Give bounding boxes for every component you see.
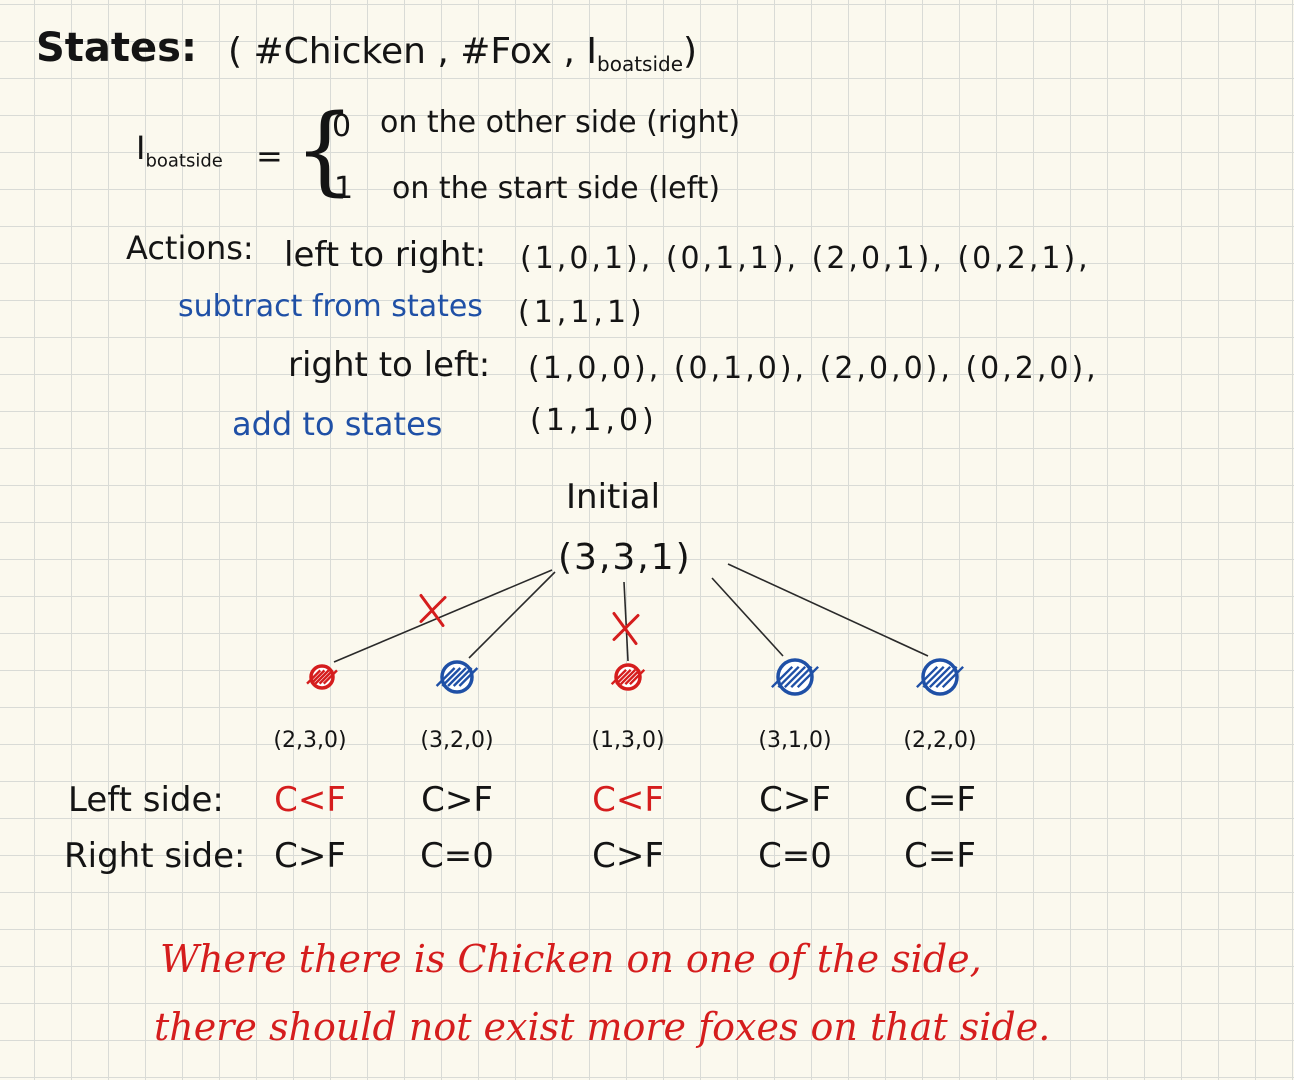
tree-edge	[333, 569, 553, 663]
conclusion-line1: Where there is Chicken on one of the sid…	[160, 937, 982, 981]
r2l-label: right to left:	[288, 345, 491, 385]
cross-icon	[419, 594, 447, 627]
r2l-values2: (1,1,0)	[530, 403, 658, 438]
states-tuple-end: )	[683, 31, 698, 72]
right-side-condition: C=0	[420, 836, 494, 876]
r2l-values: (1,0,0), (0,1,0), (2,0,0), (0,2,0),	[528, 351, 1099, 386]
right-side-label: Right side:	[64, 836, 246, 876]
case0-text: on the other side (right)	[380, 105, 741, 140]
tree-edge	[727, 563, 929, 657]
valid-state-node	[917, 658, 963, 696]
tree-root-state: (3,3,1)	[558, 537, 692, 578]
add-note: add to states	[232, 405, 443, 443]
l2r-values: (1,0,1), (0,1,1), (2,0,1), (0,2,1),	[520, 241, 1091, 276]
indicator-name-sub: boatside	[145, 150, 223, 172]
invalid-state-node	[307, 664, 337, 690]
actions-label: Actions:	[126, 229, 254, 267]
states-label: States:	[36, 25, 197, 71]
indicator-equals: =	[256, 137, 283, 175]
state-label: (3,2,0)	[420, 728, 494, 753]
case0-value: 0	[332, 109, 352, 144]
indicator-name-main: I	[136, 129, 146, 167]
left-side-condition: C<F	[274, 780, 346, 820]
conclusion-line2: there should not exist more foxes on tha…	[154, 1005, 1051, 1049]
left-side-condition: C>F	[759, 780, 831, 820]
right-side-condition: C>F	[592, 836, 664, 876]
left-side-condition: C<F	[592, 780, 664, 820]
right-side-condition: C>F	[274, 836, 346, 876]
invalid-state-node	[612, 663, 645, 691]
valid-state-node	[437, 660, 478, 694]
right-side-condition: C=F	[904, 836, 976, 876]
l2r-label: left to right:	[284, 235, 487, 275]
states-tuple: ( #Chicken , #Fox , Iboatside)	[228, 31, 698, 77]
brace-icon: {	[294, 94, 356, 206]
tree-edge	[468, 571, 556, 659]
tree-edge	[623, 581, 629, 662]
state-label: (2,2,0)	[903, 728, 977, 753]
states-tuple-text: ( #Chicken , #Fox , I	[228, 31, 598, 72]
state-label: (2,3,0)	[273, 728, 347, 753]
l2r-values2: (1,1,1)	[518, 295, 646, 330]
states-tuple-sub: boatside	[597, 52, 684, 77]
tree-edges	[333, 563, 929, 663]
left-side-condition: C>F	[421, 780, 493, 820]
valid-state-node	[772, 658, 818, 696]
left-side-label: Left side:	[68, 780, 224, 820]
tree-root-label: Initial	[566, 477, 661, 517]
left-side-condition: C=F	[904, 780, 976, 820]
right-side-condition: C=0	[758, 836, 832, 876]
subtract-note: subtract from states	[178, 289, 483, 324]
tree-edge	[711, 577, 784, 657]
tree-nodes	[307, 658, 963, 696]
state-label: (3,1,0)	[758, 728, 832, 753]
case1-value: 1	[334, 171, 354, 206]
state-label: (1,3,0)	[591, 728, 665, 753]
indicator-name: Iboatside	[136, 132, 223, 170]
case1-text: on the start side (left)	[392, 171, 721, 206]
cross-icon	[612, 612, 640, 645]
